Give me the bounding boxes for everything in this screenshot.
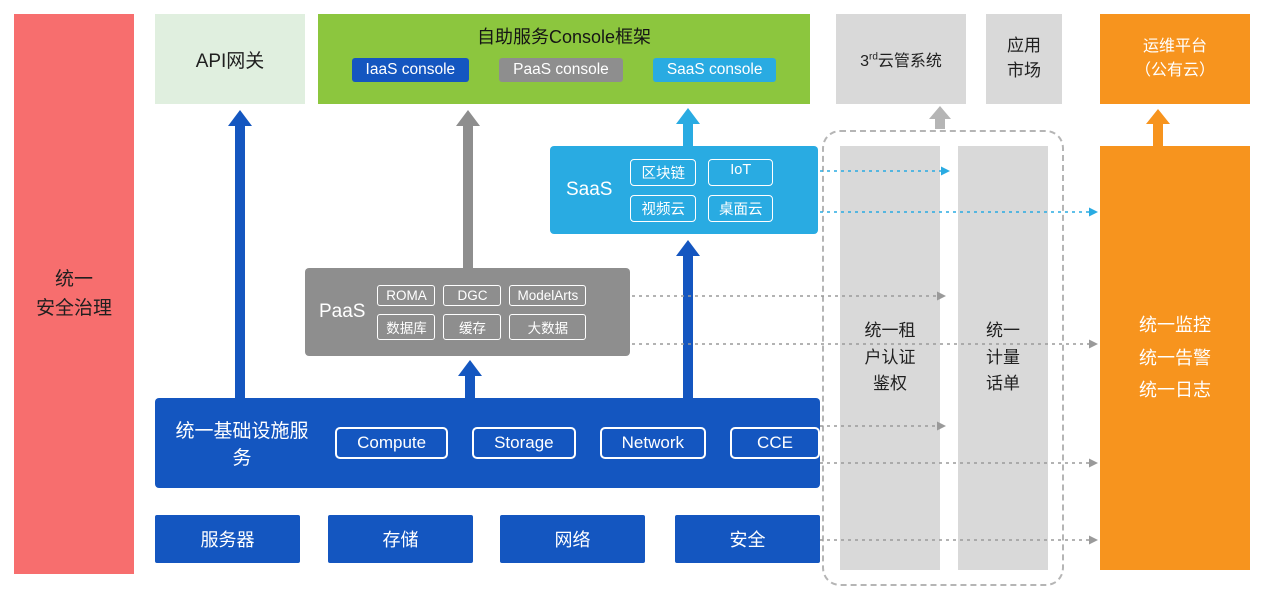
security-governance-bar: 统一 安全治理 [14,14,134,574]
paas-item-database: 数据库 [377,313,436,340]
paas-console-chip: PaaS console [499,58,623,82]
saas-label: SaaS [566,179,613,200]
arrow-bars-to-third-party [929,106,951,129]
arrow-infra-to-api-gateway [228,110,252,398]
saas-console-chip: SaaS console [652,58,777,82]
infrastructure-label: 统一基础设施服务 [175,421,309,469]
saas-item-iot: IoT [707,158,774,186]
console-chip-row: IaaS console PaaS console SaaS console [351,58,777,82]
paas-chip-grid: ROMA DGC ModelArts 数据库 缓存 大数据 [377,284,587,340]
third-party-superscript: rd [868,51,878,63]
paas-block: PaaS ROMA DGC ModelArts 数据库 缓存 大数据 [305,268,630,356]
third-party-cloud-box: 3rd云管系统 [836,14,966,104]
infrastructure-chip-row: Compute Storage Network CCE [335,427,820,459]
paas-item-bigdata: 大数据 [509,313,587,340]
metering-label: 统一 计量 话单 [986,321,1020,394]
app-market-box: 应用 市场 [986,14,1062,104]
arrow-paas-to-console [456,110,480,268]
console-framework-box: 自助服务Console框架 IaaS console PaaS console … [318,14,810,104]
resource-server: 服务器 [155,515,300,563]
monitoring-label: 统一监控 统一告警 统一日志 [1139,315,1211,401]
arrow-infra-to-paas [458,360,482,398]
metering-bar: 统一 计量 话单 [958,146,1048,570]
resource-storage: 存储 [328,515,473,563]
app-market-label: 应用 市场 [1007,36,1041,80]
infra-item-network: Network [599,427,706,459]
paas-item-modelarts: ModelArts [509,284,587,306]
tenant-auth-label: 统一租 户认证 鉴权 [864,321,916,394]
security-governance-label: 统一 安全治理 [35,268,112,319]
tenant-auth-bar: 统一租 户认证 鉴权 [840,146,940,570]
console-framework-title: 自助服务Console框架 [476,27,652,47]
infra-item-storage: Storage [472,427,576,459]
saas-item-desktop-cloud: 桌面云 [707,194,774,222]
paas-item-roma: ROMA [377,284,436,306]
arrow-infra-to-saas [676,240,700,398]
arrow-saas-to-console [676,108,700,146]
paas-item-cache: 缓存 [443,313,502,340]
infra-item-compute: Compute [335,427,449,459]
saas-item-blockchain: 区块链 [630,158,696,186]
arrow-monitoring-to-ops [1146,109,1170,146]
infra-item-cce: CCE [730,427,820,459]
paas-label: PaaS [319,301,366,322]
ops-platform-box: 运维平台 （公有云） [1100,14,1250,104]
api-gateway-label: API网关 [195,50,265,72]
iaas-console-chip: IaaS console [351,58,470,82]
ops-platform-label: 运维平台 （公有云） [1134,38,1215,79]
shared-services-dashed-container [822,130,1064,586]
infrastructure-block: 统一基础设施服务 Compute Storage Network CCE [155,398,820,488]
resource-security: 安全 [675,515,820,563]
third-party-cloud-label: 3rd云管系统 [860,47,942,71]
saas-item-video-cloud: 视频云 [630,194,696,222]
saas-chip-grid: 区块链 IoT 视频云 桌面云 [630,158,774,222]
third-party-suffix: 云管系统 [877,53,942,70]
api-gateway-box: API网关 [155,14,305,104]
monitoring-box: 统一监控 统一告警 统一日志 [1100,146,1250,570]
saas-block: SaaS 区块链 IoT 视频云 桌面云 [550,146,818,234]
third-party-prefix: 3 [860,53,869,70]
resource-network: 网络 [500,515,645,563]
paas-item-dgc: DGC [443,284,502,306]
